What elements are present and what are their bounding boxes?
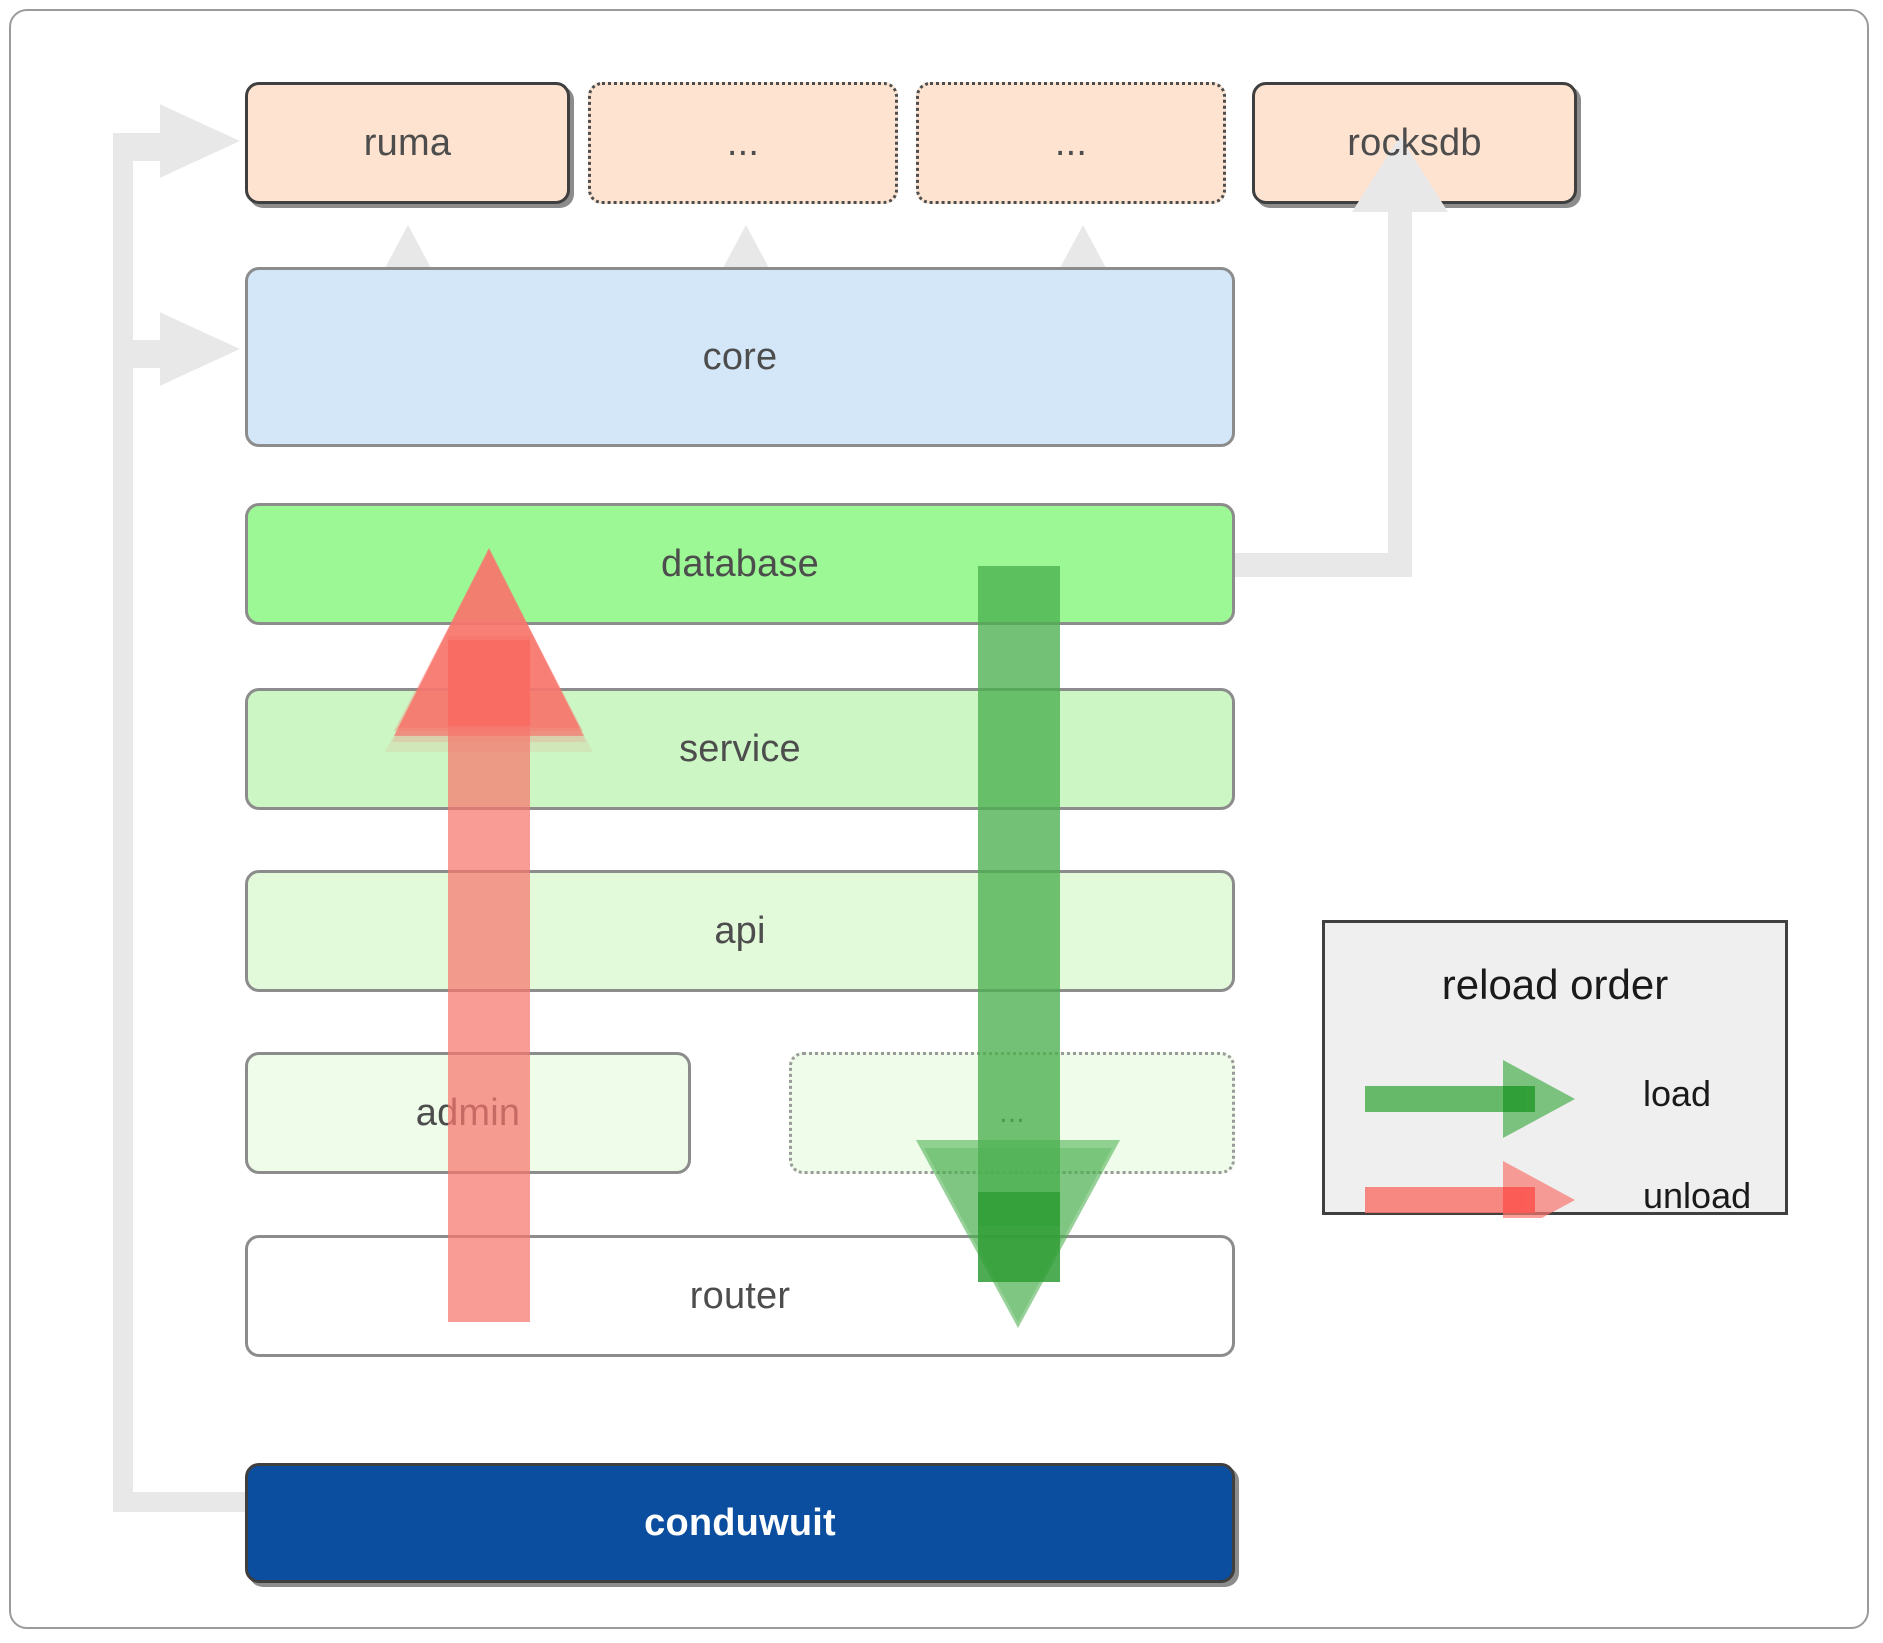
crate-label-rocksdb: rocksdb <box>1347 121 1482 164</box>
diagram-frame <box>9 9 1869 1629</box>
layer-box-api[interactable]: api <box>245 870 1235 992</box>
layer-box-router[interactable]: router <box>245 1235 1235 1357</box>
layer-label-database: database <box>661 542 819 585</box>
crate-label-ruma: ruma <box>363 121 452 164</box>
crate-box-placeholder-1[interactable]: ... <box>588 82 898 204</box>
layer-label-placeholder: ... <box>999 1096 1025 1129</box>
layer-label-router: router <box>689 1274 791 1317</box>
crate-label-placeholder-1: ... <box>726 121 760 164</box>
root-box-conduwuit[interactable]: conduwuit <box>245 1463 1235 1583</box>
layer-label-api: api <box>714 909 766 952</box>
legend-label-unload: unload <box>1643 1175 1752 1216</box>
legend-title: reload order <box>1441 961 1669 1008</box>
legend-panel: reload order load unload <box>1322 920 1788 1218</box>
root-label-conduwuit: conduwuit <box>644 1501 836 1544</box>
crate-label-placeholder-2: ... <box>1054 121 1088 164</box>
legend-arrow-icons <box>1365 1060 1575 1218</box>
layer-box-service[interactable]: service <box>245 688 1235 810</box>
legend-label-load: load <box>1643 1073 1712 1114</box>
crate-box-ruma[interactable]: ruma <box>245 82 570 204</box>
crate-box-rocksdb[interactable]: rocksdb <box>1252 82 1577 204</box>
layer-label-core: core <box>702 335 778 378</box>
crate-box-placeholder-2[interactable]: ... <box>916 82 1226 204</box>
layer-box-admin[interactable]: admin <box>245 1052 691 1174</box>
layer-box-database[interactable]: database <box>245 503 1235 625</box>
unload-arrow-icon <box>1365 1161 1575 1218</box>
layer-label-admin: admin <box>415 1091 521 1134</box>
layer-box-placeholder[interactable]: ... <box>789 1052 1235 1174</box>
load-arrow-icon <box>1365 1060 1575 1138</box>
layer-label-service: service <box>679 727 801 770</box>
layer-box-core[interactable]: core <box>245 267 1235 447</box>
